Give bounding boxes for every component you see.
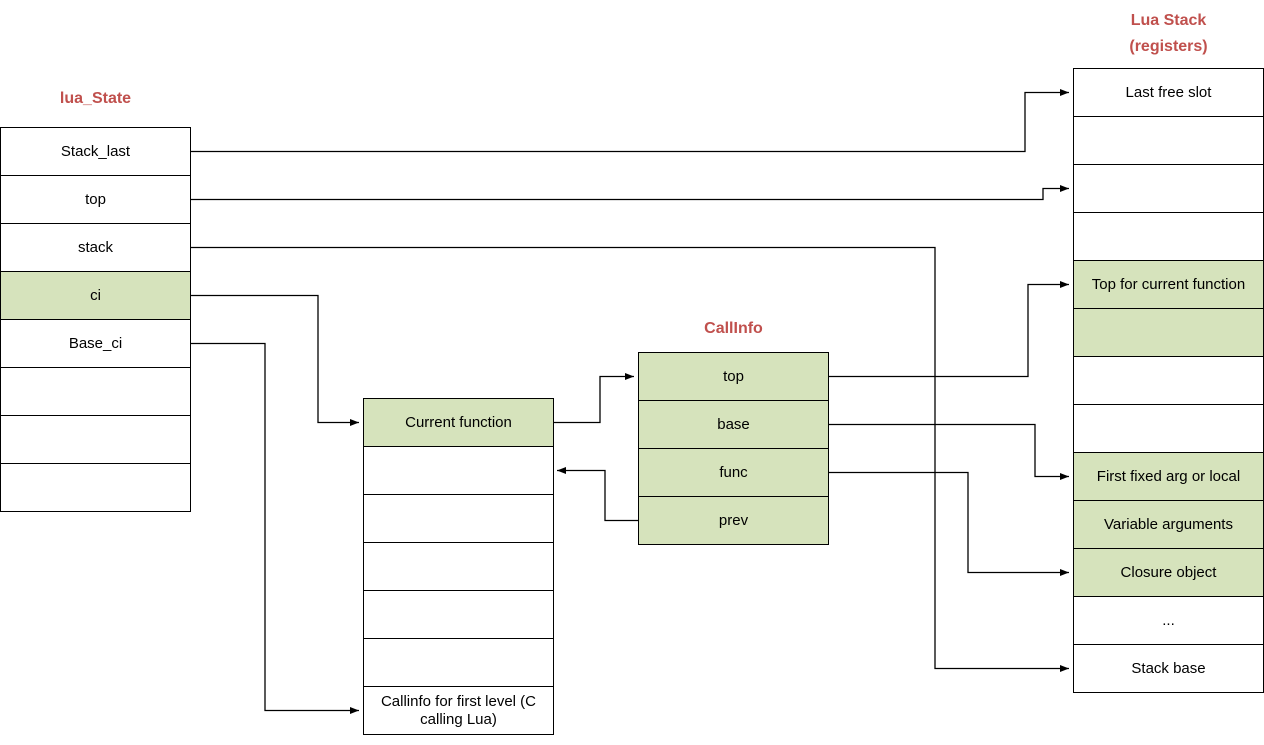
cell-callinfo-base: base (638, 400, 829, 449)
lua-stack-title-line2: (registers) (1129, 38, 1208, 55)
empty-slot (1073, 308, 1264, 357)
cell-last-free-slot: Last free slot (1073, 68, 1264, 117)
arrow-stack-last-to-last-free-slot (190, 89, 1069, 153)
empty-slot (363, 590, 554, 639)
lua-state-title: lua_State (59, 90, 132, 107)
arrow-prev-to-base-ci-array (557, 467, 638, 522)
arrow-ci-to-current-function (190, 294, 359, 426)
empty-slot (0, 367, 191, 416)
empty-slot (1073, 404, 1264, 453)
cell-stack: stack (0, 223, 191, 272)
lua-stack-table: Last free slot Top for current function … (1073, 68, 1264, 693)
empty-slot (363, 542, 554, 591)
arrow-callinfo-base-to-first-fixed-arg (828, 423, 1069, 480)
cell-ci: ci (0, 271, 191, 320)
arrow-base-ci-to-first-level (190, 342, 359, 714)
callinfo-table: top base func prev (638, 352, 829, 545)
arrow-stack-to-stack-base (190, 246, 1069, 672)
lua-state-table: Stack_last top stack ci Base_ci (0, 127, 191, 512)
lua-stack-title: Lua Stack (registers) (1073, 8, 1264, 60)
callinfo-title: CallInfo (704, 320, 763, 337)
arrow-callinfo-top-to-stack-top (828, 281, 1069, 378)
arrow-callinfo-func-to-closure-object (828, 471, 1069, 576)
cell-base-ci: Base_ci (0, 319, 191, 368)
cell-top-for-current-function: Top for current function (1073, 260, 1264, 309)
lua-stack-title-line1: Lua Stack (1130, 12, 1207, 29)
empty-slot (1073, 164, 1264, 213)
empty-slot (363, 446, 554, 495)
cell-callinfo-top: top (638, 352, 829, 401)
arrow-current-function-to-callinfo-top (553, 373, 634, 424)
cell-stack-last: Stack_last (0, 127, 191, 176)
empty-slot (1073, 116, 1264, 165)
cell-callinfo-first-level: Callinfo for first level (C calling Lua) (363, 686, 554, 735)
empty-slot (1073, 356, 1264, 405)
cell-closure-object: Closure object (1073, 548, 1264, 597)
cell-top: top (0, 175, 191, 224)
cell-callinfo-func: func (638, 448, 829, 497)
empty-slot (363, 494, 554, 543)
cell-ellipsis: ... (1073, 596, 1264, 645)
cell-callinfo-prev: prev (638, 496, 829, 545)
empty-slot (363, 638, 554, 687)
cell-stack-base: Stack base (1073, 644, 1264, 693)
cell-current-function: Current function (363, 398, 554, 447)
empty-slot (1073, 212, 1264, 261)
cell-variable-arguments: Variable arguments (1073, 500, 1264, 549)
arrow-top-to-stack-slot (190, 185, 1069, 201)
empty-slot (0, 463, 191, 512)
base-ci-array-table: Current function Callinfo for first leve… (363, 398, 554, 735)
cell-first-fixed-arg: First fixed arg or local (1073, 452, 1264, 501)
empty-slot (0, 415, 191, 464)
